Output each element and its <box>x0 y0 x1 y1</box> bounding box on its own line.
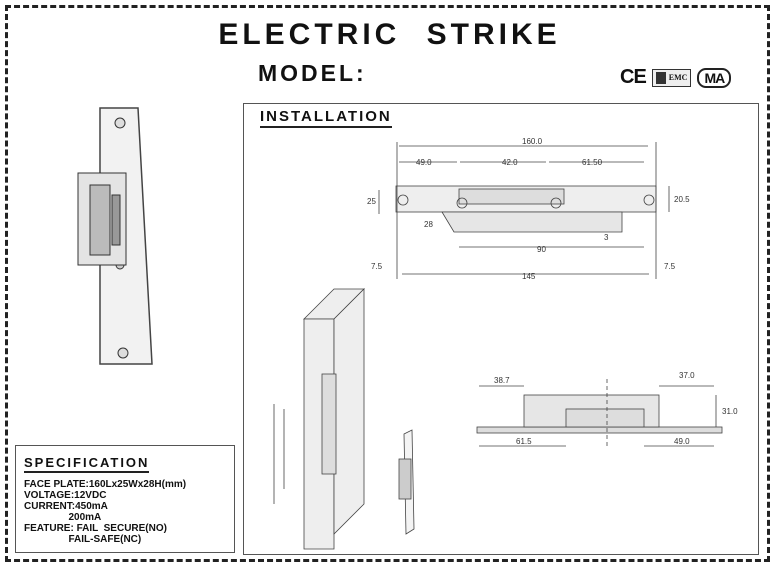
dim-side-height: 31.0 <box>722 407 738 416</box>
cma-logo: MA <box>697 67 732 88</box>
dim-total-length: 160.0 <box>522 137 543 146</box>
installation-heading: INSTALLATION <box>260 108 392 128</box>
top-view-drawing <box>378 142 670 279</box>
dim-side-left-bottom: 61.5 <box>516 437 532 446</box>
spec-current: CURRENT:450mA <box>24 501 108 512</box>
dim-side-right-top: 37.0 <box>679 371 695 380</box>
emc-label: EMC <box>668 73 688 82</box>
dim-side-left-top: 38.7 <box>494 376 510 385</box>
installation-box: INSTALLATION 160.0 49.0 42.0 61.50 25 20… <box>243 103 759 555</box>
page-border <box>5 5 770 562</box>
page-title: ELECTRIC STRIKE <box>218 18 561 51</box>
dim-right: 61.50 <box>582 158 603 167</box>
dim-side-right-bottom: 49.0 <box>674 437 690 446</box>
isometric-door-drawing <box>273 288 415 550</box>
dim-hole-span: 145 <box>522 272 536 281</box>
specification-heading: SPECIFICATION <box>24 455 150 473</box>
dim-mid: 42.0 <box>502 158 518 167</box>
dim-left: 49.0 <box>416 158 432 167</box>
spec-feature: FEATURE: FAIL SECURE(NO) <box>24 523 167 534</box>
dim-margin-left: 7.5 <box>371 262 383 271</box>
side-view-drawing <box>476 379 723 449</box>
dim-height: 25 <box>367 197 376 206</box>
ce-mark-logo: CE <box>620 66 647 88</box>
product-image <box>77 107 153 365</box>
emc-block-icon <box>655 71 666 84</box>
specification-box: SPECIFICATION FACE PLATE:160Lx25Wx28H(mm… <box>15 445 235 553</box>
dim-thickness: 3 <box>604 233 609 242</box>
spec-current-2: 200mA <box>24 512 102 523</box>
emc-logo: EMC <box>651 68 692 87</box>
spec-voltage: VOLTAGE:12VDC <box>24 490 107 501</box>
spec-face-plate: FACE PLATE:160Lx25Wx28H(mm) <box>24 479 187 490</box>
dim-right-height: 20.5 <box>674 195 690 204</box>
spec-feature-2: FAIL-SAFE(NC) <box>24 534 142 545</box>
dim-depth: 28 <box>424 220 433 229</box>
certification-logos: CE EMC MA <box>620 66 732 89</box>
dim-margin-right: 7.5 <box>664 262 676 271</box>
model-label: MODEL: <box>258 60 367 86</box>
installation-drawing: 160.0 49.0 42.0 61.50 25 20.5 28 3 90 14… <box>273 137 738 550</box>
dim-keeper: 90 <box>537 245 546 254</box>
